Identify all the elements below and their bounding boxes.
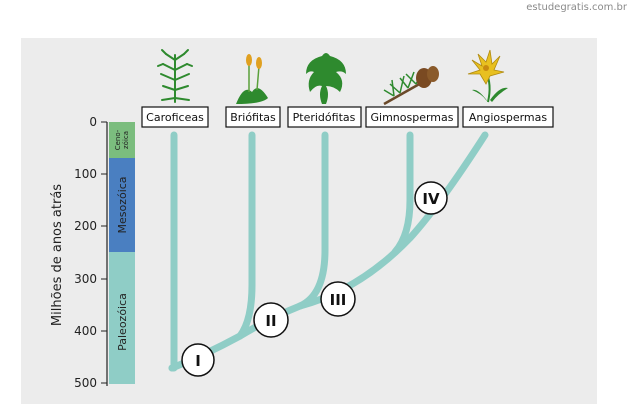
axis-title: Milhões de anos atrás	[50, 184, 65, 326]
tick-label: 200	[74, 219, 97, 233]
tick-label: 400	[74, 324, 97, 338]
label-caroficeas: Caroficeas	[146, 111, 204, 124]
flower-icon	[467, 49, 508, 103]
era-paleozoic-label: Paleozóica	[116, 293, 129, 351]
phylogeny-branches	[168, 131, 489, 372]
branch-pteridofitas	[296, 131, 329, 310]
branch-briofitas	[236, 131, 256, 340]
axis-ticks	[101, 121, 107, 384]
marker-circle-i	[181, 343, 215, 377]
label-briofitas: Briófitas	[230, 111, 276, 124]
branch-gimnospermas	[391, 131, 414, 256]
marker-iv: IV	[422, 190, 440, 208]
geologic-time-scale: Ceno- zóica Mesozóica Paleozóica 0 100 2…	[50, 115, 135, 390]
group-labels: Caroficeas Briófitas Pteridófitas Gimnos…	[141, 106, 554, 128]
tick-label: 0	[89, 115, 97, 129]
label-gimnospermas: Gimnospermas	[371, 111, 454, 124]
label-angiospermas: Angiospermas	[469, 111, 548, 124]
tick-label: 500	[74, 376, 97, 390]
branch-caroficeas	[168, 131, 178, 372]
era-cenozoic-label-2: zóica	[122, 131, 130, 149]
era-paleozoic-band	[109, 252, 135, 384]
watermark: estudegratis.com.br	[526, 2, 627, 13]
label-pteridofitas: Pteridófitas	[293, 111, 356, 124]
moss-icon	[236, 54, 268, 104]
marker-circle-iii	[320, 281, 356, 317]
marker-iii: III	[330, 291, 347, 309]
era-mesozoic-label: Mesozóica	[116, 176, 129, 233]
era-cenozoic-band	[109, 122, 135, 158]
era-mesozoic-band	[109, 158, 135, 252]
marker-i: I	[195, 352, 201, 370]
era-cenozoic-label-1: Ceno-	[114, 129, 122, 150]
node-markers: I II III IV	[181, 181, 448, 377]
fern-icon	[306, 53, 346, 104]
marker-circle-iv	[414, 181, 448, 215]
marker-ii: II	[265, 312, 276, 330]
tick-label: 100	[74, 167, 97, 181]
alga-icon	[157, 49, 193, 103]
tick-label: 300	[74, 272, 97, 286]
marker-circle-ii	[253, 302, 289, 338]
pine-icon	[383, 66, 439, 106]
